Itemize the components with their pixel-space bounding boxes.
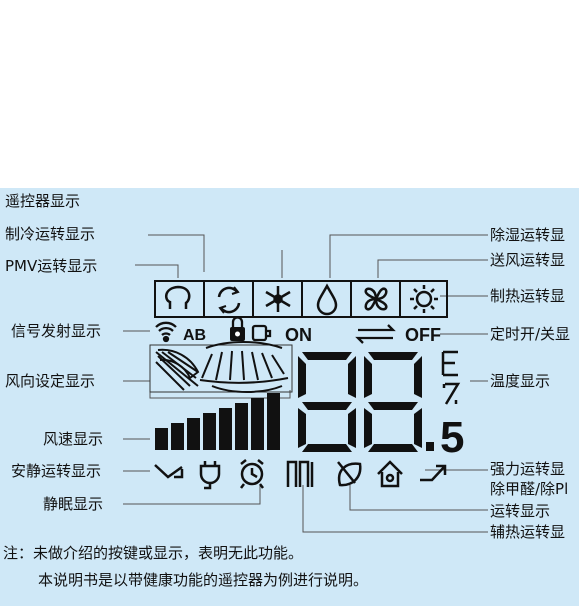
label-wind-speed: 风速显示 — [43, 430, 104, 448]
arrows-icon — [355, 324, 396, 344]
alarm-clock-icon — [240, 459, 264, 489]
on-indicator: ON — [285, 325, 312, 345]
horizontal-swing-icon — [199, 341, 289, 393]
wifi-signal-icon — [155, 321, 177, 343]
label-cooling: 制冷运转显示 — [5, 225, 96, 243]
label-sleep: 静眠显示 — [43, 495, 104, 513]
label-temperature: 温度显示 — [490, 372, 551, 390]
label-timer: 定时开/关显 — [490, 325, 571, 343]
fan-icon — [364, 287, 388, 311]
strong-arrow-icon — [420, 464, 447, 482]
plug-icon — [199, 461, 221, 490]
snowflake-icon — [265, 286, 291, 312]
battery-icon — [251, 324, 272, 342]
temperature-digits — [298, 352, 434, 452]
label-run: 运转显示 — [490, 502, 551, 520]
off-indicator: OFF — [405, 325, 441, 345]
label-heating: 制热运转显 — [490, 287, 566, 305]
label-strong: 强力运转显 — [490, 460, 566, 478]
label-remote: 遥控器显示 — [5, 192, 81, 210]
vertical-swing-icon — [155, 348, 200, 391]
digit-five-small: 5 — [440, 413, 464, 462]
label-formaldehyde: 除甲醛/除Pl — [490, 480, 569, 498]
home-icon — [377, 460, 403, 488]
leader-lines — [123, 234, 488, 533]
label-fan: 送风运转显 — [490, 251, 566, 269]
quiet-arrow-icon — [154, 464, 184, 479]
label-pmv: PMV运转显示 — [5, 257, 98, 275]
leaf-icon — [337, 461, 362, 487]
recycle-mode-icon — [217, 286, 241, 314]
wind-direction-frame — [149, 344, 293, 393]
lock-icon — [230, 316, 245, 341]
note-line-2: 本说明书是以带健康功能的遥控器为例进行说明。 — [38, 571, 369, 589]
aux-heater-icon — [286, 460, 314, 487]
note-line-1: 注：未做介绍的按键或显示，表明无此功能。 — [3, 544, 304, 562]
speed-bars-icon — [155, 393, 280, 450]
label-aux-heat: 辅热运转显 — [490, 523, 566, 541]
label-dehumid: 除湿运转显 — [490, 226, 566, 244]
unit-segments — [441, 350, 461, 405]
label-wind-direction: 风向设定显示 — [5, 372, 96, 390]
ab-indicator: AB — [183, 327, 206, 344]
droplet-icon — [316, 283, 338, 316]
sun-icon — [410, 285, 438, 313]
head-mode-icon — [164, 285, 191, 309]
label-signal: 信号发射显示 — [11, 322, 102, 340]
label-quiet: 安静运转显示 — [11, 462, 102, 480]
